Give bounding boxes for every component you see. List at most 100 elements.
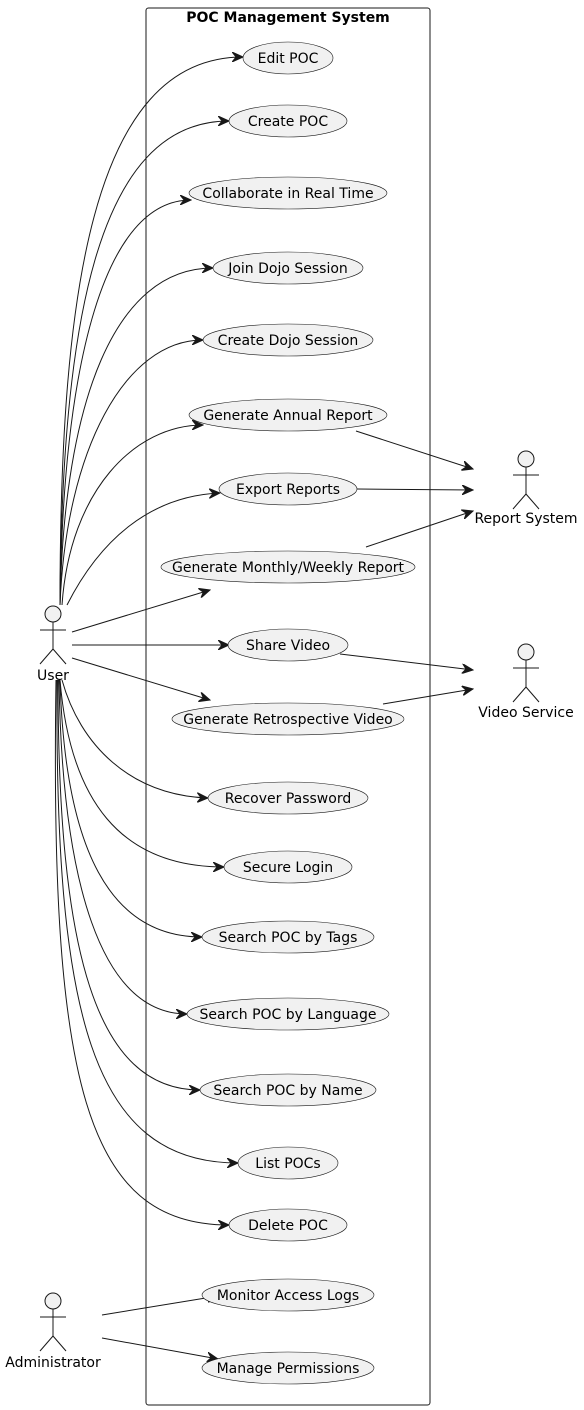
actor-administrator[interactable]: Administrator: [5, 1292, 101, 1371]
use-case-label: Join Dojo Session: [227, 261, 348, 277]
association-administrator-to-monitor-logs: [101, 1296, 218, 1316]
association-user-to-export-reports: [66, 493, 220, 606]
use-case-search-language[interactable]: Search POC by Language: [186, 997, 390, 1031]
use-case-export-reports[interactable]: Export Reports: [218, 472, 358, 506]
association-retro-video-to-video-service: [382, 689, 473, 705]
actor-label: User: [37, 668, 69, 684]
use-case-join-dojo[interactable]: Join Dojo Session: [212, 251, 364, 285]
use-case-manage-permissions[interactable]: Manage Permissions: [201, 1351, 375, 1385]
use-case-annual-report[interactable]: Generate Annual Report: [188, 398, 388, 432]
actor-user[interactable]: User: [37, 605, 69, 684]
actor-right-leg: [52, 1335, 67, 1352]
use-case-ellipse: [201, 920, 375, 954]
use-case-label: Delete POC: [248, 1218, 328, 1234]
use-case-ellipse: [186, 997, 390, 1031]
use-case-ellipse: [201, 1278, 375, 1312]
association-share-video-to-video-service: [339, 653, 473, 670]
use-case-label: Recover Password: [225, 791, 351, 807]
use-case-label: Generate Monthly/Weekly Report: [172, 560, 405, 576]
association-user-to-search-language: [58, 679, 187, 1014]
use-case-ellipse: [228, 1208, 348, 1242]
actor-report-system[interactable]: Report System: [474, 450, 578, 527]
use-case-label: Collaborate in Real Time: [202, 186, 373, 202]
use-case-label: Edit POC: [258, 51, 319, 67]
actor-label: Report System: [474, 511, 577, 527]
use-case-label: Manage Permissions: [217, 1361, 360, 1377]
use-case-ellipse: [207, 781, 369, 815]
use-case-ellipse: [202, 323, 374, 357]
association-user-to-join-dojo: [59, 268, 213, 606]
use-case-ellipse: [228, 104, 348, 138]
association-administrator-to-manage-permissions: [101, 1337, 218, 1359]
use-case-ellipse: [160, 550, 416, 584]
use-case-label: Secure Login: [243, 860, 333, 876]
use-case-create-dojo[interactable]: Create Dojo Session: [202, 323, 374, 357]
use-case-delete-poc[interactable]: Delete POC: [228, 1208, 348, 1242]
use-case-label: Generate Annual Report: [203, 408, 373, 424]
use-case-label: Create POC: [248, 114, 328, 130]
use-case-share-video[interactable]: Share Video: [227, 628, 349, 662]
use-case-edit-poc[interactable]: Edit POC: [242, 41, 334, 75]
use-case-ellipse: [212, 251, 364, 285]
association-user-to-create-poc: [59, 121, 229, 606]
actor-video-service[interactable]: Video Service: [478, 643, 574, 721]
system-title: POC Management System: [186, 10, 390, 26]
actor-right-leg: [525, 493, 540, 510]
actor-left-leg: [512, 493, 527, 510]
use-case-create-poc[interactable]: Create POC: [228, 104, 348, 138]
actor-left-leg: [512, 686, 527, 703]
use-case-list-pocs[interactable]: List POCs: [237, 1146, 339, 1180]
association-user-to-collaborate: [59, 200, 191, 606]
use-case-ellipse: [242, 41, 334, 75]
actor-head: [44, 605, 62, 623]
actor-head: [517, 450, 535, 468]
actor-head: [517, 643, 535, 661]
association-user-to-retro-video: [71, 657, 210, 700]
use-case-label: Create Dojo Session: [218, 333, 359, 349]
association-user-to-monthly-report: [71, 590, 210, 633]
connectors: [54, 57, 473, 1359]
use-case-ellipse: [223, 850, 353, 884]
use-case-label: Export Reports: [236, 482, 340, 498]
association-user-to-edit-poc: [59, 57, 243, 606]
actor-left-leg: [39, 648, 54, 665]
use-case-ellipse: [218, 472, 358, 506]
use-case-secure-login[interactable]: Secure Login: [223, 850, 353, 884]
association-user-to-list-pocs: [56, 679, 238, 1163]
use-case-label: Share Video: [246, 638, 330, 654]
association-user-to-recover-password: [61, 679, 208, 798]
association-user-to-create-dojo: [59, 340, 203, 606]
use-case-search-name[interactable]: Search POC by Name: [199, 1073, 377, 1107]
use-case-ellipse: [188, 398, 388, 432]
actor-label: Video Service: [478, 705, 573, 721]
use-case-ellipse: [237, 1146, 339, 1180]
association-user-to-search-tags: [59, 679, 202, 937]
use-case-collaborate[interactable]: Collaborate in Real Time: [188, 176, 388, 210]
use-case-recover-password[interactable]: Recover Password: [207, 781, 369, 815]
association-user-to-secure-login: [59, 679, 224, 867]
use-case-ellipse: [188, 176, 388, 210]
actor-left-leg: [39, 1335, 54, 1352]
association-export-reports-to-report-system: [356, 489, 473, 490]
association-annual-report-to-report-system: [355, 430, 473, 469]
use-case-ellipse: [201, 1351, 375, 1385]
use-case-label: Monitor Access Logs: [217, 1288, 359, 1304]
use-case-monthly-report[interactable]: Generate Monthly/Weekly Report: [160, 550, 416, 584]
use-case-ellipse: [227, 628, 349, 662]
association-user-to-search-name: [57, 679, 200, 1090]
actor-right-leg: [525, 686, 540, 703]
association-monthly-report-to-report-system: [365, 511, 473, 548]
use-case-label: Search POC by Language: [200, 1007, 377, 1023]
actor-label: Administrator: [5, 1355, 101, 1371]
use-case-label: Generate Retrospective Video: [183, 712, 393, 728]
use-case-retro-video[interactable]: Generate Retrospective Video: [171, 702, 405, 736]
use-case-ellipse: [171, 702, 405, 736]
use-cases: Edit POC Create POC Collaborate in Real Ti…: [160, 41, 416, 1385]
use-case-search-tags[interactable]: Search POC by Tags: [201, 920, 375, 954]
use-case-label: Search POC by Name: [213, 1083, 362, 1099]
association-user-to-delete-poc: [54, 679, 229, 1225]
association-user-to-annual-report: [61, 425, 203, 606]
use-case-monitor-logs[interactable]: Monitor Access Logs: [201, 1278, 375, 1312]
actor-right-leg: [52, 648, 67, 665]
